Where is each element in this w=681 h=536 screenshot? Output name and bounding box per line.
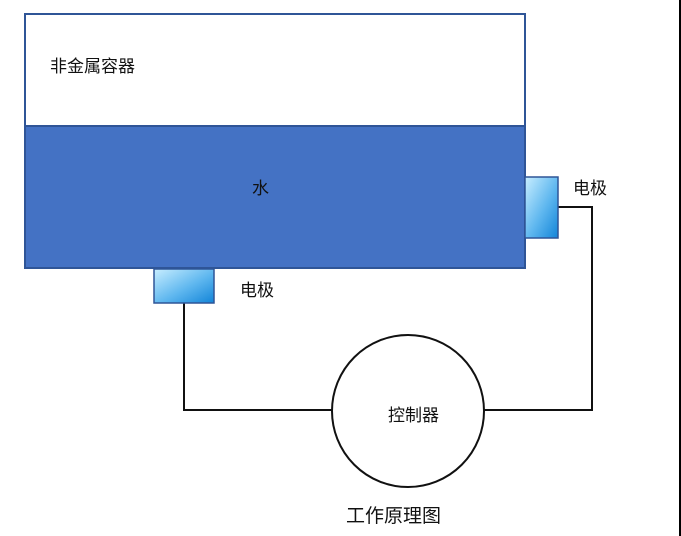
wire-right [484,206,593,411]
controller-label: 控制器 [388,406,439,426]
electrode-bottom-label: 电极 [240,281,274,301]
water-label: 水 [252,179,269,199]
electrode-right-label: 电极 [573,179,607,199]
controller-circle [331,334,485,488]
container-label: 非金属容器 [50,57,135,77]
water-region [24,125,526,269]
wire-left [183,303,332,411]
diagram-caption: 工作原理图 [346,505,441,527]
image-border [679,0,681,536]
electrode-right [524,176,559,239]
electrode-bottom [153,268,215,304]
